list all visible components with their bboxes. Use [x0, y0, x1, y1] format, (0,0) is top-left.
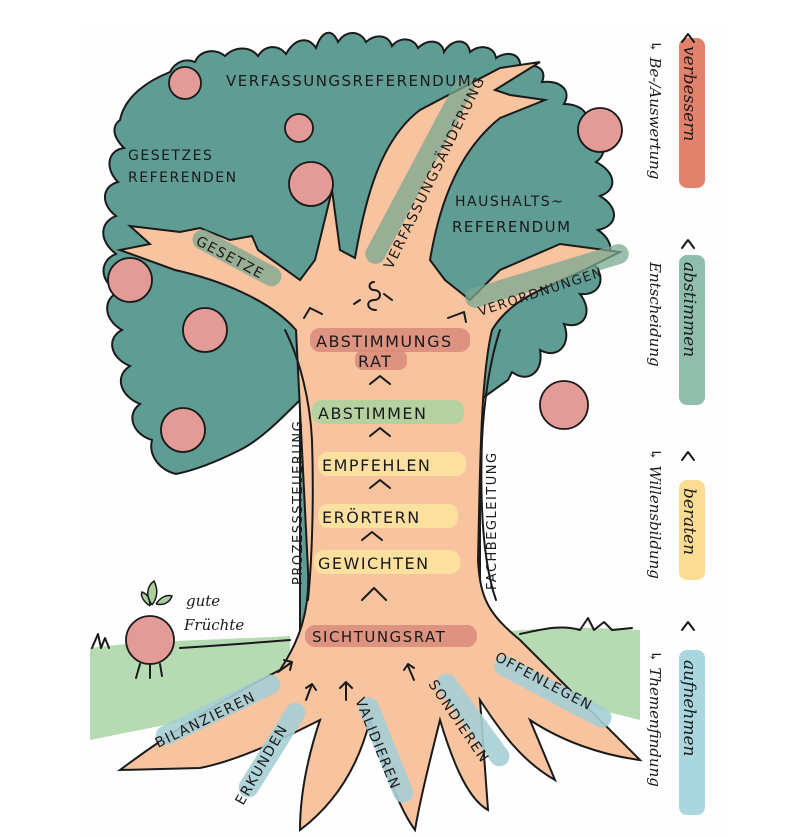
- step-gewichten: GEWICHTEN: [318, 554, 430, 573]
- chevron-icon: [681, 451, 695, 461]
- label-referenden: REFERENDEN: [128, 170, 238, 186]
- step-highlight: [314, 550, 460, 574]
- chevron-icon: [681, 33, 695, 43]
- legend-sub-willensbildung: ↳ Willensbildung: [646, 448, 664, 579]
- legend-sub-auswertung: ↳ Be-/Auswertung: [646, 40, 664, 179]
- step-abstimmen: ABSTIMMEN: [318, 404, 427, 423]
- grass-left: [91, 633, 291, 649]
- legend-sub-entscheidung: Entscheidung: [646, 261, 664, 367]
- step-highlight: [355, 350, 407, 370]
- step-highlight: [318, 504, 458, 528]
- arrow-up-right: [447, 311, 467, 323]
- label-gesetzes: GESETZES: [128, 148, 213, 164]
- fruit: [182, 307, 228, 353]
- step-abstimmungsrat-2: RAT: [358, 352, 392, 371]
- step-highlight: [318, 452, 466, 476]
- fruit: [107, 257, 153, 303]
- legend-swatch-abstimmen: [679, 255, 705, 405]
- legend-swatch-beraten: [679, 480, 705, 580]
- legend-label-aufnehmen: aufnehmen: [679, 660, 699, 756]
- root-arrows: [277, 659, 415, 701]
- note-fruechte: Früchte: [183, 616, 244, 634]
- fruit: [168, 66, 202, 100]
- crown-fruits: [107, 66, 623, 453]
- trunk-line-right: [480, 329, 501, 601]
- fruit: [284, 113, 314, 143]
- step-arrow: [369, 479, 391, 489]
- legend-label-verbessern: verbessern: [679, 46, 699, 141]
- fruit: [539, 380, 589, 430]
- step-abstimmungsrat: ABSTIMMUNGS: [316, 332, 453, 351]
- step-arrow: [361, 531, 383, 541]
- chevron-icon: [681, 621, 695, 631]
- legend-label-beraten: beraten: [679, 488, 699, 555]
- legend-swatch-verbessern: [679, 38, 705, 188]
- root-highlights: [155, 656, 612, 803]
- note-gute: gute: [186, 592, 220, 610]
- label-prozesssteuerung: PROZESSSTEUERUNG: [291, 420, 306, 585]
- label-verfassungsreferendum: VERFASSUNGSREFERENDUM: [226, 72, 472, 90]
- step-arrow: [361, 587, 387, 601]
- step-arrow: [369, 375, 391, 385]
- fruit: [288, 161, 334, 207]
- fruit: [577, 107, 623, 153]
- branch-highlights: [192, 76, 629, 308]
- swirl-symbol: [353, 281, 393, 311]
- label-fachbegleitung: FACHBEGLEITUNG: [485, 451, 500, 590]
- legend-sub-themenfindung: ↳ Themenfindung: [646, 650, 664, 787]
- step-highlight: [305, 625, 477, 647]
- legend-swatch-aufnehmen: [679, 650, 705, 815]
- label-haushalts: HAUSHALTS~: [455, 194, 564, 210]
- trunk-steps: ABSTIMMUNGS RAT ABSTIMMEN EMPFEHLEN ERÖR…: [305, 328, 477, 647]
- legend: verbessern abstimmen beraten aufnehmen ↳…: [646, 33, 705, 815]
- step-highlight: [312, 400, 464, 424]
- step-eroertern: ERÖRTERN: [322, 508, 421, 527]
- fruit-character: [125, 579, 175, 679]
- fruit: [160, 407, 206, 453]
- step-empfehlen: EMPFEHLEN: [322, 456, 431, 475]
- step-arrow: [369, 427, 391, 437]
- label-referendum: REFERENDUM: [452, 218, 572, 236]
- trunk-line-left: [284, 329, 314, 601]
- legend-label-abstimmen: abstimmen: [679, 262, 699, 357]
- step-highlight: [310, 328, 470, 352]
- arrow-up-left: [303, 307, 323, 319]
- step-sichtungsrat: SICHTUNGSRAT: [312, 628, 446, 646]
- chevron-icon: [681, 239, 695, 249]
- grass-right: [519, 617, 633, 635]
- ground-right: [500, 628, 640, 720]
